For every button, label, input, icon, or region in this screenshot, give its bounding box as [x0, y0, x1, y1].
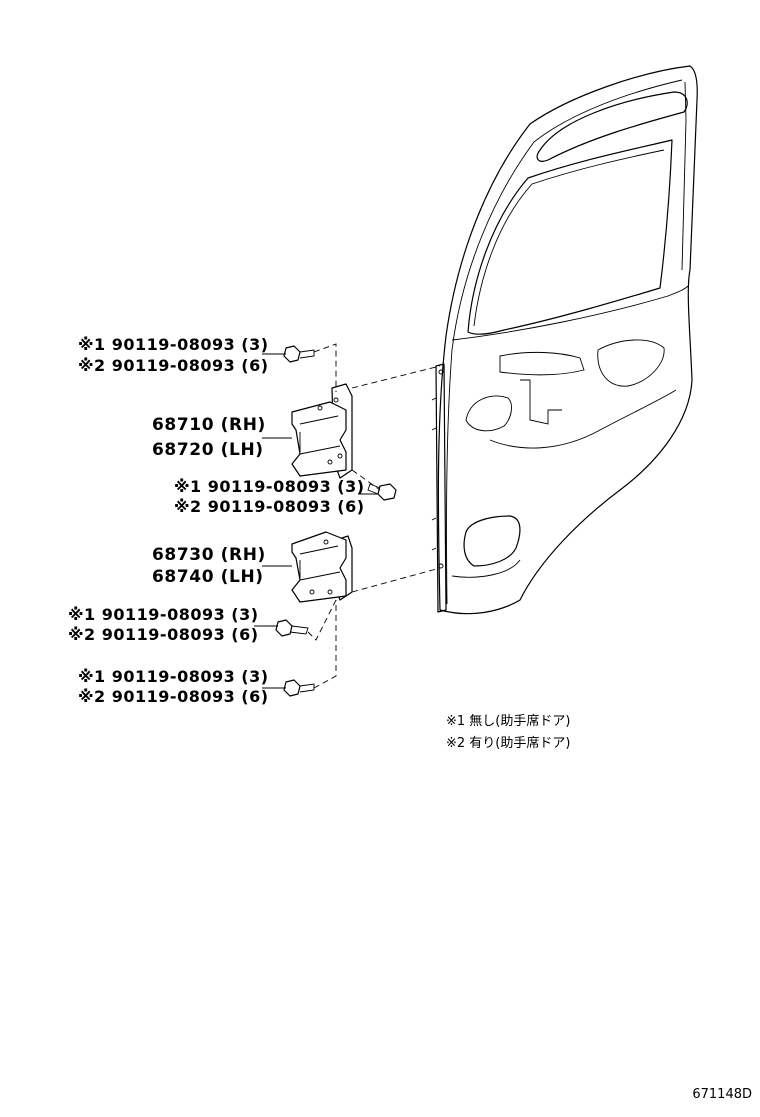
callout-line: ※2 90119-08093 (6)	[78, 356, 269, 375]
footnote: ※2 有り(助手席ドア)	[446, 735, 570, 751]
part-number: 68720 (LH)	[152, 440, 264, 460]
callout-line: ※1 90119-08093 (3)	[78, 667, 269, 686]
callout-mid-bolts: ※1 90119-08093 (3) ※2 90119-08093 (6)	[174, 477, 365, 516]
callout-lower-bolts-1: ※1 90119-08093 (3) ※2 90119-08093 (6)	[68, 605, 259, 644]
callout-line: ※1 90119-08093 (3)	[174, 477, 365, 496]
part-number: 68710 (RH)	[152, 415, 266, 435]
callout-line: ※1 90119-08093 (3)	[68, 605, 259, 624]
callout-line: ※2 90119-08093 (6)	[174, 497, 365, 516]
callout-upper-hinge: 68710 (RH) 68720 (LH)	[152, 415, 266, 460]
bolt-lower-2	[283, 679, 315, 697]
upper-hinge-drawing	[291, 383, 353, 479]
leader-lines	[254, 343, 441, 689]
callout-line: ※2 90119-08093 (6)	[68, 625, 259, 644]
bolt-lower-1	[275, 619, 309, 637]
part-number: 68730 (RH)	[152, 545, 266, 565]
diagram-code: 671148D	[692, 1087, 752, 1102]
bolt-top	[283, 345, 315, 363]
callout-line: ※1 90119-08093 (3)	[78, 335, 269, 354]
callout-lower-hinge: 68730 (RH) 68740 (LH)	[152, 545, 266, 587]
bolt-mid	[367, 483, 397, 501]
lower-hinge-drawing	[291, 531, 353, 603]
callout-line: ※2 90119-08093 (6)	[78, 687, 269, 706]
door-panel	[431, 65, 698, 615]
callout-lower-bolts-2: ※1 90119-08093 (3) ※2 90119-08093 (6)	[78, 667, 269, 706]
footnote: ※1 無し(助手席ドア)	[446, 713, 570, 729]
part-number: 68740 (LH)	[152, 567, 264, 587]
callout-top-bolts: ※1 90119-08093 (3) ※2 90119-08093 (6)	[78, 335, 269, 375]
footnotes: ※1 無し(助手席ドア) ※2 有り(助手席ドア)	[446, 713, 570, 751]
